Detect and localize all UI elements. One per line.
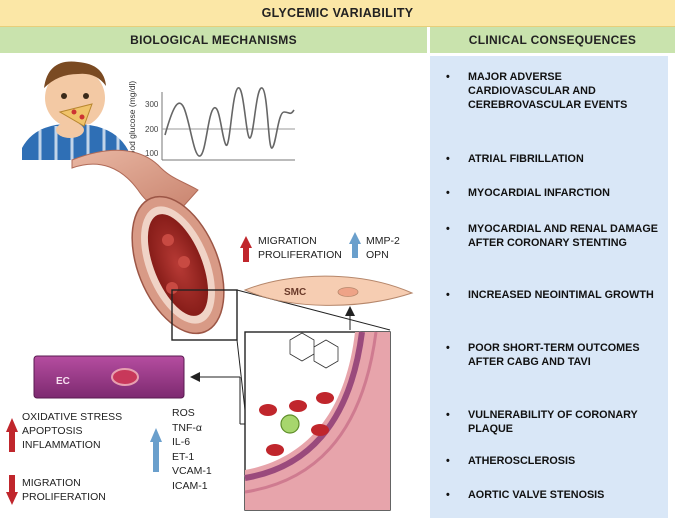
smc-mmp-up-arrow [349,232,361,258]
label-apoptosis: APOPTOSIS [22,425,83,437]
ec-up-right-labels: ROS TNF-α IL-6 ET-1 VCAM-1 ICAM-1 [172,406,212,493]
ec-cell [33,355,185,399]
vessel-wall-inset [244,331,391,511]
bullet: • [446,342,450,354]
consequence-text: MAJOR ADVERSE CARDIOVASCULAR AND CEREBRO… [468,71,628,111]
smc-cell [243,275,414,306]
ec-down-left-labels: MIGRATION PROLIFERATION [22,476,106,504]
consequence-item: • MYOCARDIAL AND RENAL DAMAGE AFTER CORO… [446,222,664,250]
label-ec-proliferation: PROLIFERATION [22,491,106,503]
label-migration: MIGRATION [258,235,317,247]
glucose-tick-100: 100 [145,149,159,158]
zoom-box [171,289,238,341]
bullet: • [446,289,450,301]
bullet: • [446,187,450,199]
consequence-text: ATRIAL FIBRILLATION [468,153,584,165]
glucose-axis-label: blood glucose (mg/dl) [127,81,137,162]
bullet: • [446,153,450,165]
smc-migration-up-arrow [240,236,252,262]
consequence-text: ATHEROSCLEROSIS [468,455,576,467]
ec-stress-up-arrow [6,418,18,452]
label-ros: ROS [172,407,195,419]
consequence-text: MYOCARDIAL INFARCTION [468,187,610,199]
bullet: • [446,223,450,235]
label-icam1: ICAM-1 [172,479,208,492]
mechanisms-illustration: blood glucose (mg/dl) 300 200 100 SMC [6,61,414,511]
label-vcam1: VCAM-1 [172,465,212,477]
smc-up-left-labels: MIGRATION PROLIFERATION [258,234,342,262]
consequence-text: MYOCARDIAL AND RENAL DAMAGE AFTER CORONA… [468,223,658,249]
person-eating-illustration [22,61,128,160]
glucose-graph [161,87,295,161]
smc-label: SMC [284,287,306,298]
bullet: • [446,455,450,467]
consequence-item: • MYOCARDIAL INFARCTION [446,186,664,200]
label-ec-migration: MIGRATION [22,477,81,489]
consequence-item: • MAJOR ADVERSE CARDIOVASCULAR AND CEREB… [446,70,664,112]
smc-up-right-labels: MMP-2 OPN [366,234,400,262]
header-biological-mechanisms: BIOLOGICAL MECHANISMS [0,27,427,53]
consequence-text: INCREASED NEOINTIMAL GROWTH [468,289,654,301]
label-et1: ET-1 [172,450,195,463]
label-tnf: TNF-α [172,421,202,434]
consequences-panel: • MAJOR ADVERSE CARDIOVASCULAR AND CEREB… [430,56,668,518]
glucose-tick-200: 200 [145,125,159,134]
ec-up-left-labels: OXIDATIVE STRESS APOPTOSIS INFLAMMATION [22,410,122,452]
label-il6: IL-6 [172,436,191,448]
label-oxidative-stress: OXIDATIVE STRESS [22,411,123,423]
ec-label: EC [56,376,70,387]
label-opn: OPN [366,249,389,261]
bullet: • [446,409,450,421]
consequence-text: AORTIC VALVE STENOSIS [468,489,605,501]
consequence-text: VULNERABILITY OF CORONARY PLAQUE [468,409,638,435]
consequence-item: • VULNERABILITY OF CORONARY PLAQUE [446,408,664,436]
consequence-text: POOR SHORT-TERM OUTCOMES AFTER CABG AND … [468,342,640,368]
label-proliferation: PROLIFERATION [258,249,342,261]
label-mmp2: MMP-2 [366,235,400,247]
label-inflammation: INFLAMMATION [22,439,101,451]
consequence-item: • ATHEROSCLEROSIS [446,454,664,468]
bullet: • [446,71,450,83]
bullet: • [446,489,450,501]
header-clinical-consequences: CLINICAL CONSEQUENCES [430,27,675,53]
title-banner: GLYCEMIC VARIABILITY [0,0,675,27]
consequence-item: • INCREASED NEOINTIMAL GROWTH [446,288,664,302]
consequence-item: • POOR SHORT-TERM OUTCOMES AFTER CABG AN… [446,341,664,369]
glucose-tick-300: 300 [145,100,159,109]
blood-vessel [71,149,225,335]
consequence-item: • AORTIC VALVE STENOSIS [446,488,664,502]
consequence-item: • ATRIAL FIBRILLATION [446,152,664,166]
ec-cytokine-up-arrow [150,428,162,472]
ec-migration-down-arrow [6,475,18,505]
